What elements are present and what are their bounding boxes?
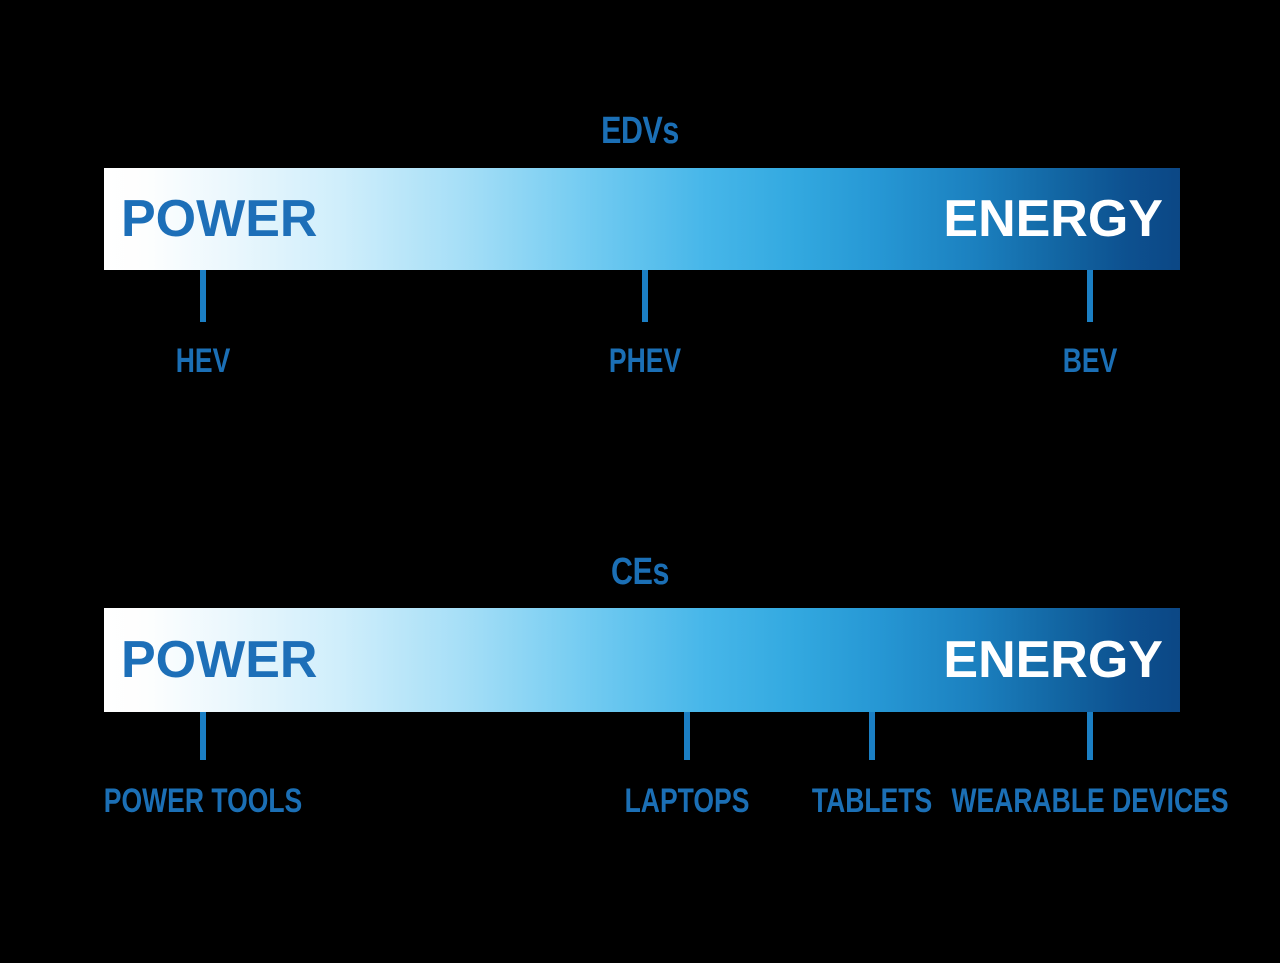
tick-mark-hev [200,270,206,322]
tick-mark-tablets [869,712,875,760]
tick-mark-laptops [684,712,690,760]
tick-label-phev: PHEV [608,342,682,380]
tick-label-power-tools: POWER TOOLS [103,782,303,820]
bar-label-energy-edvs: ENERGY [943,190,1163,248]
tick-label-hev: HEV [175,342,231,380]
tick-mark-bev [1087,270,1093,322]
power-energy-spectrum-bar-ces: POWER ENERGY [104,608,1180,712]
tick-label-wearable-devices: WEARABLE DEVICES [951,782,1229,820]
section-title-ces: CEs [611,551,669,593]
bar-label-energy-ces: ENERGY [943,631,1163,689]
bar-label-power-ces: POWER [121,631,318,689]
section-title-edvs: EDVs [601,110,679,152]
tick-mark-wearable-devices [1087,712,1093,760]
tick-label-bev: BEV [1062,342,1118,380]
tick-mark-phev [642,270,648,322]
tick-label-tablets: TABLETS [811,782,933,820]
power-energy-spectrum-bar-edvs: POWER ENERGY [104,168,1180,270]
tick-label-laptops: LAPTOPS [624,782,750,820]
tick-mark-power-tools [200,712,206,760]
bar-label-power-edvs: POWER [121,190,318,248]
